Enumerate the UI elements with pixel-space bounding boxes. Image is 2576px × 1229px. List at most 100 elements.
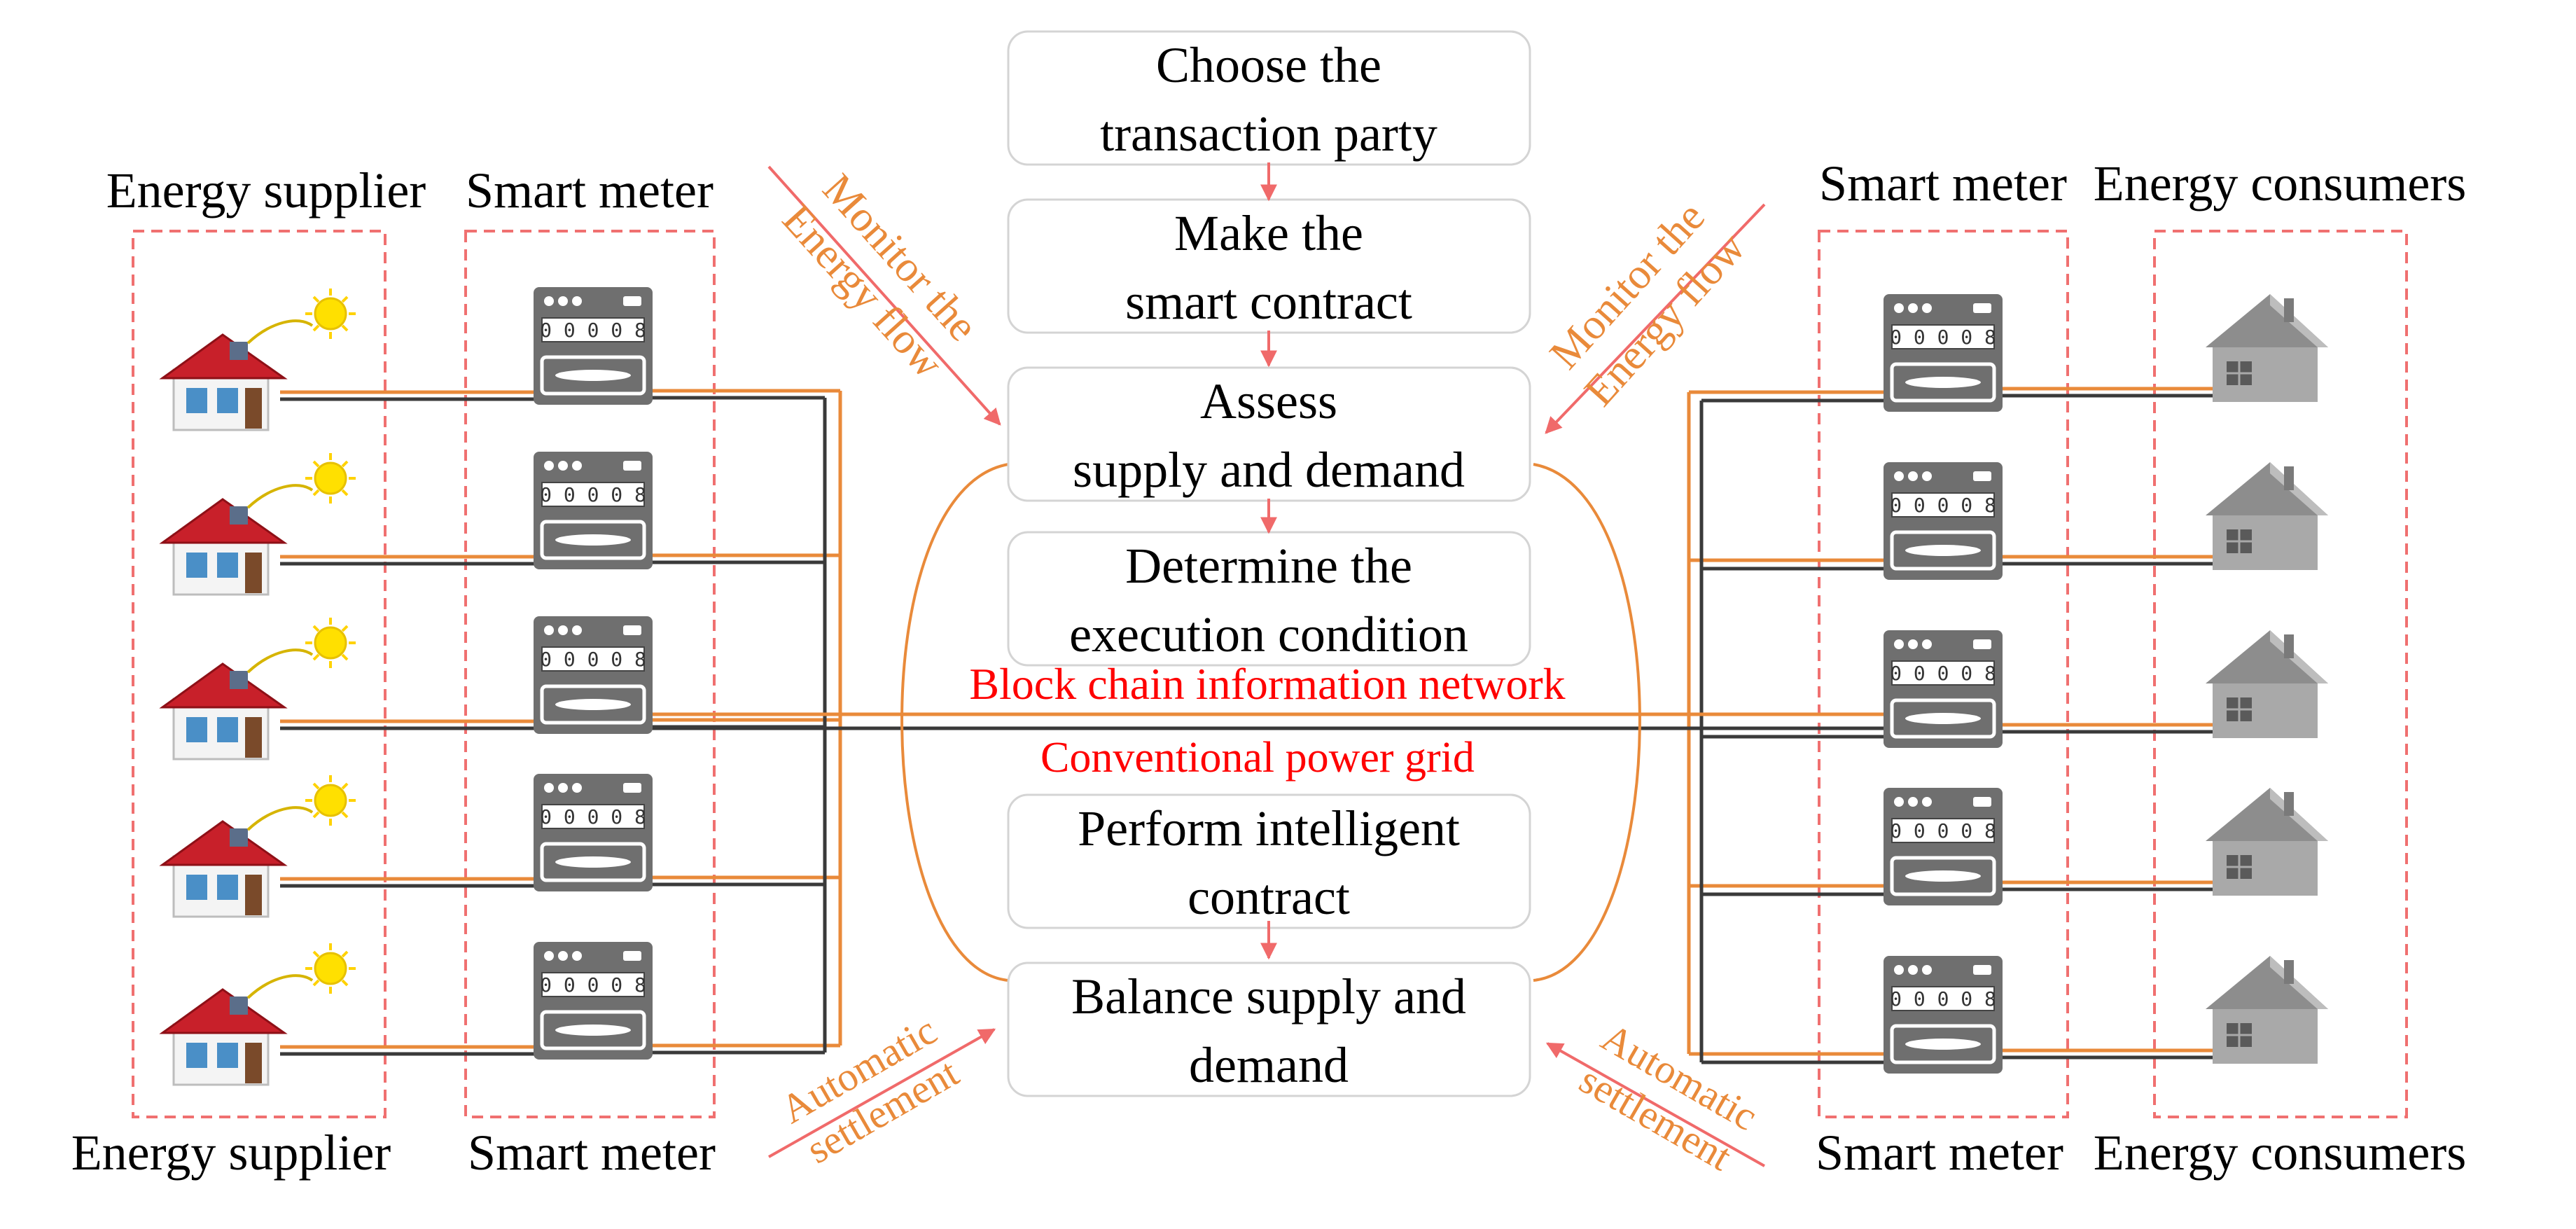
supplier-meter-1: 0 0 0 0 8	[534, 287, 653, 405]
consumer-house-2	[2204, 461, 2330, 571]
meter-reading: 0 0 0 0 8	[540, 648, 646, 671]
settlement-label-left: Automatic settlement	[773, 1007, 966, 1172]
step-box-5: Perform intelligent contract	[1007, 793, 1531, 929]
meter-reading: 0 0 0 0 8	[1890, 662, 1996, 685]
consumer-house-5	[2204, 954, 2330, 1065]
consumer-house-4	[2204, 786, 2330, 897]
dashed-group-boxes	[132, 230, 2408, 1118]
smart-meter-icon	[534, 942, 653, 1060]
settlement-label-right: Automatic settlement	[1572, 1014, 1765, 1179]
supplier-meter-column: 0 0 0 0 8 0 0 0 0 8 0 0 0 0 8 0 0 0 0 8 0 0 …	[534, 287, 653, 1060]
smart-meter-label-bottom-left: Smart meter	[468, 1125, 716, 1181]
network-wiring	[280, 387, 2216, 1064]
step-label-line1: Balance supply and	[1071, 968, 1466, 1025]
energy-supplier-column	[161, 287, 357, 1086]
supplier-meter-4: 0 0 0 0 8	[534, 774, 653, 891]
energy-consumers-label-top: Energy consumers	[2094, 155, 2467, 211]
consumer-house-icon	[2204, 786, 2330, 897]
supplier-meter-group-box	[464, 230, 716, 1118]
smart-meter-icon	[534, 774, 653, 891]
settlement-arrow-right	[1545, 1042, 1765, 1167]
consumer-meter-5: 0 0 0 0 8	[1884, 956, 2003, 1074]
consumer-meter-2: 0 0 0 0 8	[1884, 462, 2003, 580]
column-labels: Energy supplier Smart meter Smart meter …	[71, 155, 2467, 1181]
smart-meter-label-top-left: Smart meter	[466, 162, 713, 218]
supplier-house-3	[161, 616, 357, 761]
step-box-2: Make the smart contract	[1007, 198, 1531, 334]
step-label-line2: contract	[1188, 869, 1350, 925]
step-box-bg	[1007, 961, 1531, 1097]
step-label-line2: smart contract	[1125, 274, 1412, 330]
solar-house-icon	[161, 287, 357, 431]
smart-meter-icon	[534, 452, 653, 569]
solar-house-icon	[161, 942, 357, 1086]
consumer-meter-group-box	[1818, 230, 2069, 1118]
solar-house-icon	[161, 774, 357, 918]
meter-reading: 0 0 0 0 8	[540, 805, 646, 828]
consumer-house-icon	[2204, 293, 2330, 403]
step-label-line2: transaction party	[1100, 106, 1437, 162]
smart-meter-icon	[1884, 462, 2003, 580]
energy-consumer-column	[2204, 293, 2330, 1065]
supplier-house-2	[161, 452, 357, 596]
meter-reading: 0 0 0 0 8	[540, 319, 646, 342]
consumer-house-icon	[2204, 461, 2330, 571]
supplier-group-box	[132, 230, 387, 1118]
step-label-line1: Perform intelligent	[1078, 800, 1460, 856]
step-box-1: Choose the transaction party	[1007, 30, 1531, 166]
meter-reading: 0 0 0 0 8	[540, 973, 646, 997]
flow-arrows	[767, 165, 1766, 1167]
smart-meter-icon	[534, 616, 653, 734]
consumer-meter-3: 0 0 0 0 8	[1884, 630, 2003, 748]
solar-house-icon	[161, 452, 357, 596]
supplier-house-1	[161, 287, 357, 431]
step-label-line1: Make the	[1174, 205, 1363, 261]
solar-house-icon	[161, 616, 357, 761]
supplier-meter-2: 0 0 0 0 8	[534, 452, 653, 569]
energy-consumers-label-bottom: Energy consumers	[2094, 1125, 2467, 1181]
energy-supplier-label-top: Energy supplier	[106, 162, 426, 218]
step-label-line1: Assess	[1200, 373, 1337, 429]
blockchain-network-label: Block chain information network	[969, 659, 1565, 709]
monitor-arrow-right	[1545, 203, 1766, 434]
smart-meter-icon	[1884, 788, 2003, 905]
smart-meter-icon	[1884, 956, 2003, 1074]
supplier-meter-5: 0 0 0 0 8	[534, 942, 653, 1060]
step-box-4: Determine the execution condition	[1007, 531, 1531, 667]
consumer-house-1	[2204, 293, 2330, 403]
energy-supplier-label-bottom: Energy supplier	[71, 1125, 391, 1181]
monitor-label-right: Monitor the Energy flow	[1541, 193, 1755, 415]
power-grid-label: Conventional power grid	[1040, 734, 1475, 782]
smart-meter-label-bottom-right: Smart meter	[1816, 1125, 2063, 1181]
meter-reading: 0 0 0 0 8	[540, 483, 646, 506]
smart-meter-icon	[534, 287, 653, 405]
transaction-cycle-loop	[900, 463, 1641, 982]
supplier-house-4	[161, 774, 357, 918]
consumer-meter-1: 0 0 0 0 8	[1884, 294, 2003, 412]
meter-reading: 0 0 0 0 8	[1890, 987, 1996, 1011]
consumer-meter-column: 0 0 0 0 8 0 0 0 0 8 0 0 0 0 8 0 0 0 0 8 0 0 …	[1884, 294, 2003, 1074]
monitor-arrow-left	[767, 165, 1001, 426]
consumer-meter-4: 0 0 0 0 8	[1884, 788, 2003, 905]
smart-meter-icon	[1884, 630, 2003, 748]
consumer-house-3	[2204, 629, 2330, 740]
step-label-line2: demand	[1189, 1037, 1349, 1093]
step-label-line1: Determine the	[1125, 538, 1412, 594]
meter-reading: 0 0 0 0 8	[1890, 819, 1996, 842]
step-label-line2: execution condition	[1069, 606, 1468, 662]
step-label-line1: Choose the	[1156, 37, 1381, 93]
settlement-arrow-left	[768, 1028, 996, 1158]
consumer-house-icon	[2204, 629, 2330, 740]
supplier-house-5	[161, 942, 357, 1086]
smart-meter-icon	[1884, 294, 2003, 412]
consumer-house-icon	[2204, 954, 2330, 1065]
meter-reading: 0 0 0 0 8	[1890, 326, 1996, 349]
meter-reading: 0 0 0 0 8	[1890, 494, 1996, 517]
supplier-meter-3: 0 0 0 0 8	[534, 616, 653, 734]
consumer-group-box	[2153, 230, 2408, 1118]
monitor-label-left: Monitor the Energy flow	[773, 165, 987, 387]
smart-meter-label-top-right: Smart meter	[1819, 155, 2067, 211]
